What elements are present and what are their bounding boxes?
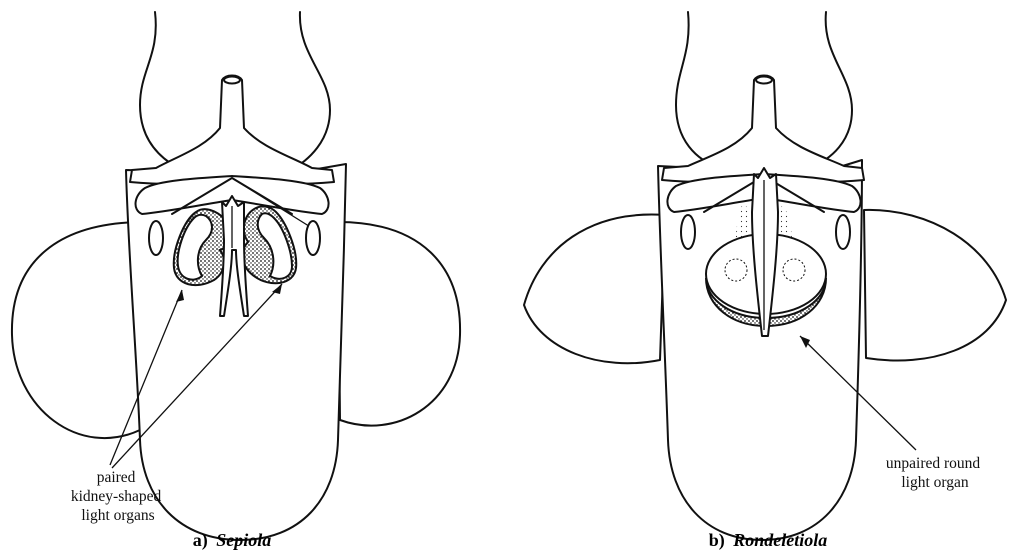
left-locking-cartilage-b <box>681 215 695 249</box>
left-locking-cartilage <box>149 221 163 255</box>
head-outline-right-b <box>808 12 852 168</box>
right-fin <box>338 222 460 426</box>
head-outline <box>140 12 186 172</box>
right-locking-cartilage-b <box>836 215 850 249</box>
right-locking-cartilage <box>306 221 320 255</box>
panel-a-letter: a) <box>193 530 208 551</box>
callout-a-line-3: light organs <box>81 507 154 524</box>
panel-a-caption: a) Sepiola <box>193 530 272 551</box>
left-fin-b <box>524 215 665 364</box>
funnel-b <box>662 76 864 183</box>
panel-b-caption: b) Rondeletiola <box>709 530 828 551</box>
callout-b-line-1: unpaired round <box>886 455 981 472</box>
callout-b-line-2: light organ <box>901 474 969 491</box>
panel-b-genus: Rondeletiola <box>732 530 827 550</box>
panel-b-letter: b) <box>709 530 725 551</box>
panel-a-sepiola: paired kidney-shaped light organs a) Sep… <box>12 12 460 551</box>
callout-a-line-2: kidney-shaped <box>71 488 162 505</box>
callout-a-line-1: paired <box>97 469 136 486</box>
head-outline-right <box>288 12 330 172</box>
right-fin-b <box>864 210 1006 361</box>
panel-a-genus: Sepiola <box>216 530 271 550</box>
callout-label-b: unpaired round light organ <box>886 455 984 491</box>
head-outline-b <box>676 12 720 168</box>
panel-b-rondeletiola: unpaired round light organ b) Rondeletio… <box>524 12 1006 551</box>
left-fin <box>12 222 145 438</box>
funnel <box>130 76 334 185</box>
